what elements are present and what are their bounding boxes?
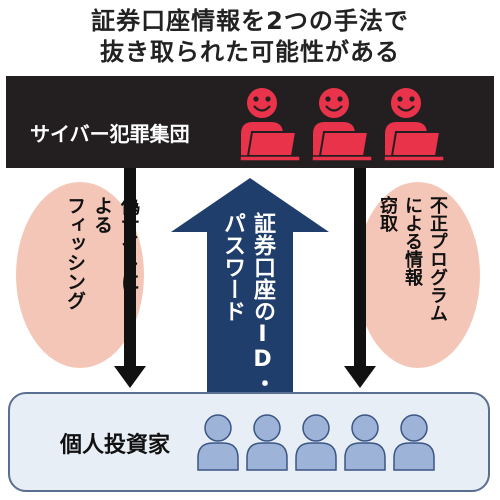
phishing-bubble [16, 182, 144, 368]
arrow-down-right [344, 168, 376, 388]
person-icon [197, 414, 239, 471]
phishing-line-2: よる [91, 196, 113, 234]
person-icon [393, 414, 435, 471]
stolen-info-line-2: パスワード [220, 212, 245, 322]
person-icon [295, 414, 337, 471]
diagram-title: 証券口座情報を2つの手法で 抜き取られた可能性がある [0, 6, 500, 68]
hacker-at-laptop-icon [311, 86, 373, 162]
phishing-text: 偽サイトに よる フィッシング [62, 196, 141, 310]
arrow-up-stolen-info [171, 178, 329, 392]
person-icon [246, 414, 288, 471]
investor-icons [197, 414, 435, 471]
individual-investor-box [8, 392, 490, 492]
title-line-2: 抜き取られた可能性がある [100, 38, 400, 66]
stolen-info-line-1: 証券口座のID・ [250, 212, 275, 394]
cyber-crime-group-label: サイバー犯罪集団 [30, 122, 190, 146]
malware-line-3: 窃取 [377, 196, 398, 232]
stolen-info-text: 証券口座のID・ パスワード [218, 212, 276, 394]
phishing-line-3: フィッシング [64, 196, 86, 310]
title-line-1: 証券口座情報を2つの手法で [91, 7, 409, 35]
malware-text: 不正プログラム による情報 窃取 [376, 196, 449, 322]
individual-investor-label: 個人投資家 [60, 433, 171, 458]
malware-line-1: 不正プログラム [427, 196, 448, 322]
phishing-line-1: 偽サイトに [118, 196, 140, 291]
malware-bubble [356, 182, 480, 368]
hacker-at-laptop-icon [383, 86, 445, 162]
arrow-down-left [114, 168, 146, 388]
person-icon [344, 414, 386, 471]
malware-line-2: による情報 [402, 196, 423, 286]
hacker-icons [239, 86, 445, 162]
hacker-at-laptop-icon [239, 86, 301, 162]
